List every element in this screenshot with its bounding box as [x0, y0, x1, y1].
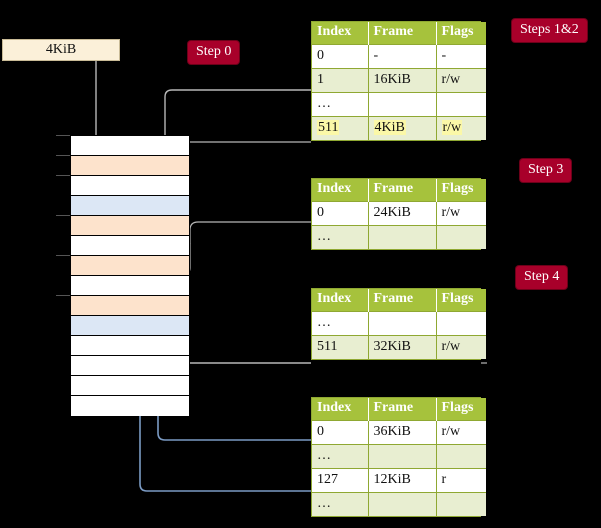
cell-index: 511	[312, 334, 369, 359]
column-header-index: Index	[312, 289, 369, 311]
memory-frame-row	[71, 216, 189, 236]
cell-frame: 24KiB	[368, 200, 437, 225]
column-header-flags: Flags	[436, 398, 486, 420]
cell-frame	[368, 443, 437, 468]
column-header-flags: Flags	[436, 179, 486, 201]
memory-frame-row	[71, 276, 189, 296]
cell-frame: 32KiB	[368, 334, 437, 359]
memory-tick	[56, 155, 70, 156]
memory-frame-row	[71, 296, 189, 316]
cell-flags	[436, 491, 486, 516]
cell-flags: -	[436, 43, 486, 68]
cell-index: 0	[312, 200, 369, 225]
column-header-frame: Frame	[368, 179, 437, 201]
source-frame-label: 4KiB	[45, 42, 77, 57]
memory-frame-row	[71, 256, 189, 276]
table-row[interactable]: 511 4KiB r/w	[312, 115, 486, 140]
badge-step-0: Step 0	[188, 41, 240, 64]
column-header-frame: Frame	[368, 289, 437, 311]
memory-frame-row	[71, 196, 189, 216]
physical-memory-column	[70, 135, 190, 416]
cell-flags: r/w	[436, 334, 486, 359]
cell-index: 511	[312, 115, 369, 140]
cell-index: …	[312, 443, 369, 468]
cell-frame	[368, 224, 437, 249]
cell-flags	[436, 91, 486, 116]
cell-frame: 4KiB	[368, 115, 437, 140]
memory-tick	[56, 175, 70, 176]
table-row[interactable]: …	[312, 491, 486, 516]
highlight: 511	[317, 119, 340, 135]
cell-frame	[368, 491, 437, 516]
cell-frame	[368, 310, 437, 335]
cell-index: …	[312, 91, 369, 116]
highlight: r/w	[441, 119, 463, 135]
column-header-index: Index	[312, 22, 369, 44]
badge-step-4: Step 4	[516, 266, 568, 289]
column-header-frame: Frame	[368, 22, 437, 44]
cell-flags: r/w	[436, 115, 486, 140]
cell-flags	[436, 310, 486, 335]
cell-index: …	[312, 310, 369, 335]
cell-index: …	[312, 491, 369, 516]
table-row[interactable]: …	[312, 310, 486, 335]
table-row[interactable]: 0--	[312, 43, 486, 68]
memory-tick	[56, 215, 70, 216]
cell-frame: -	[368, 43, 437, 68]
cell-index: 0	[312, 43, 369, 68]
memory-tick	[56, 295, 70, 296]
memory-frame-row	[71, 176, 189, 196]
memory-frame-row	[71, 396, 189, 416]
cell-index: 127	[312, 467, 369, 492]
column-header-index: Index	[312, 179, 369, 201]
memory-frame-row	[71, 356, 189, 376]
cell-index: 1	[312, 67, 369, 92]
badge-step-3: Step 3	[520, 159, 572, 182]
cell-index: …	[312, 224, 369, 249]
cell-frame: 36KiB	[368, 419, 437, 444]
column-header-flags: Flags	[436, 289, 486, 311]
highlight: 4KiB	[373, 119, 406, 135]
memory-frame-row	[71, 136, 189, 156]
column-header-flags: Flags	[436, 22, 486, 44]
cell-flags	[436, 224, 486, 249]
badge-steps-1-2: Steps 1&2	[512, 19, 587, 42]
memory-frame-row	[71, 316, 189, 336]
cell-index: 0	[312, 419, 369, 444]
cell-flags: r/w	[436, 67, 486, 92]
memory-frame-row	[71, 336, 189, 356]
column-header-index: Index	[312, 398, 369, 420]
memory-tick	[56, 255, 70, 256]
memory-frame-row	[71, 156, 189, 176]
cell-frame: 12KiB	[368, 467, 437, 492]
cell-frame: 16KiB	[368, 67, 437, 92]
wire-step3	[177, 221, 311, 275]
column-header-frame: Frame	[368, 398, 437, 420]
memory-tick	[56, 135, 70, 136]
source-frame-box: 4KiB	[2, 39, 120, 61]
cell-flags: r/w	[436, 200, 486, 225]
table-row[interactable]: …	[312, 224, 486, 249]
memory-frame-row	[71, 376, 189, 396]
memory-frame-row	[71, 236, 189, 256]
cell-flags	[436, 443, 486, 468]
cell-frame	[368, 91, 437, 116]
table-row[interactable]: …	[312, 91, 486, 116]
cell-flags: r/w	[436, 419, 486, 444]
cell-flags: r	[436, 467, 486, 492]
table-row[interactable]: …	[312, 443, 486, 468]
